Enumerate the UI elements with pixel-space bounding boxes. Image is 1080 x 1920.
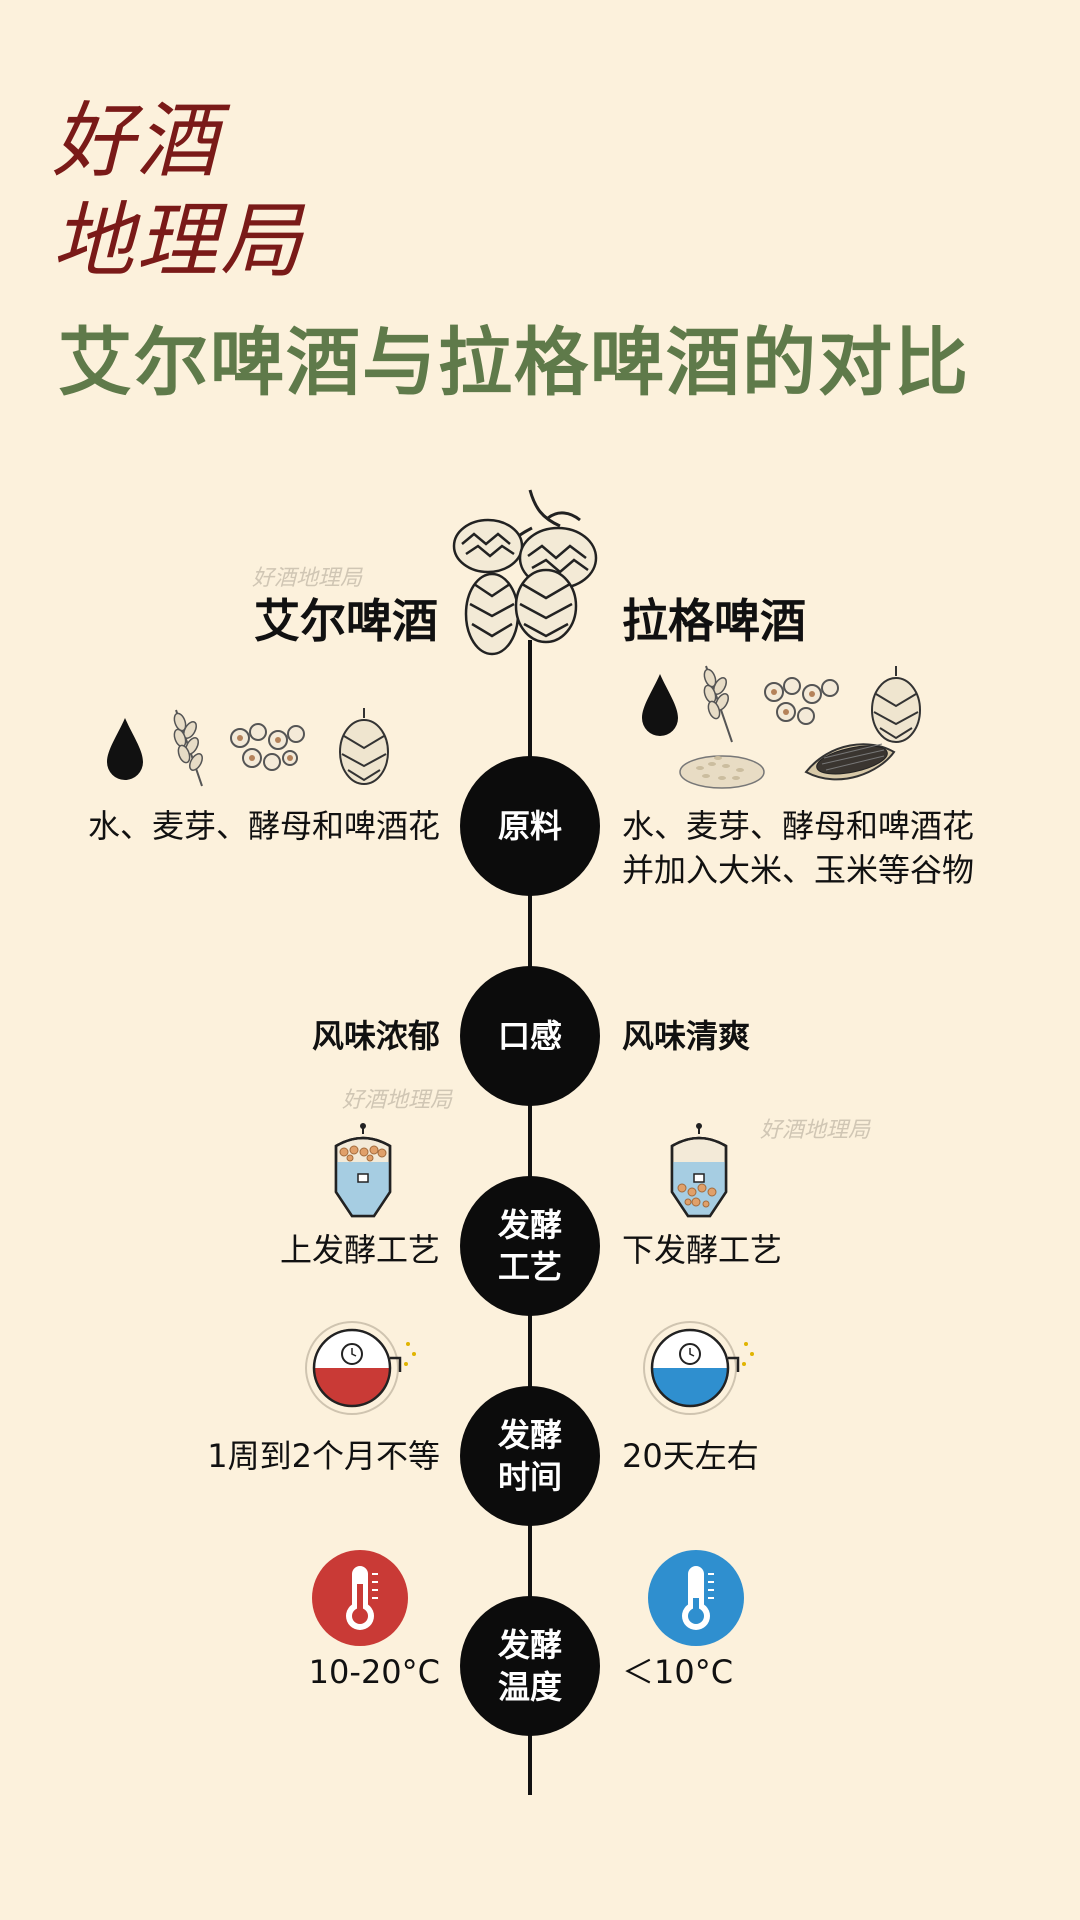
watermark: 好酒地理局 [760,1118,871,1143]
node-label: 发酵 [497,1416,562,1454]
timer-icon [305,1321,416,1415]
hop-icon [871,666,921,743]
column-header-lager: 拉格啤酒 [622,594,806,648]
lager-ingredients: 水、麦芽、酵母和啤酒花 并加入大米、玉米等谷物 [622,804,974,892]
node-label: 时间 [497,1458,562,1496]
node-ingredients: 原料 [460,756,600,896]
watermark: 好酒地理局 [252,566,363,591]
watermark: 好酒地理局 [342,1088,453,1113]
node-fermentation-temperature: 发酵 温度 [460,1596,600,1736]
node-fermentation-time: 发酵 时间 [460,1386,600,1526]
node-label: 口感 [497,1017,562,1055]
ale-fermentation-process: 上发酵工艺 [279,1231,440,1269]
water-drop-icon [642,674,678,736]
hop-icon [339,708,389,785]
wheat-icon [703,665,733,743]
lager-ingredients-line-2: 并加入大米、玉米等谷物 [622,851,975,889]
ale-taste: 风味浓郁 [311,1017,440,1055]
page-title: 艾尔啤酒与拉格啤酒的对比 [58,320,970,406]
ale-fermentation-temperature: 10-20°C [308,1653,440,1691]
node-label: 发酵 [497,1206,562,1244]
brand-logo: 好酒 地理局 [52,92,304,292]
ale-fermentation-time: 1周到2个月不等 [207,1437,440,1475]
yeast-icon [230,723,305,771]
fermentation-tank-icon [334,1123,392,1218]
hop-icon [452,489,598,656]
yeast-icon [764,677,839,725]
lager-fermentation-temperature: ＜10°C [622,1653,734,1691]
rice-icon [679,755,765,789]
thermometer-icon [312,1550,408,1646]
lager-fermentation-time: 20天左右 [622,1437,759,1475]
lager-fermentation-process: 下发酵工艺 [622,1231,783,1269]
corn-icon [804,743,896,781]
fermentation-tank-icon [670,1123,728,1218]
node-label: 温度 [497,1668,562,1706]
node-label: 原料 [497,807,562,845]
column-header-ale: 艾尔啤酒 [254,594,438,648]
ale-ingredients: 水、麦芽、酵母和啤酒花 [87,807,440,845]
timer-icon [643,1321,754,1415]
thermometer-icon [648,1550,744,1646]
lager-taste: 风味清爽 [622,1017,751,1055]
node-fermentation-process: 发酵 工艺 [460,1176,600,1316]
lager-ingredients-line-1: 水、麦芽、酵母和啤酒花 [622,807,975,845]
water-drop-icon [107,718,143,780]
node-label: 发酵 [497,1626,562,1664]
brand-line-1: 好酒 [52,94,220,189]
brand-line-2: 地理局 [52,194,304,289]
node-taste: 口感 [460,966,600,1106]
wheat-icon [173,709,203,787]
node-label: 工艺 [497,1248,562,1286]
